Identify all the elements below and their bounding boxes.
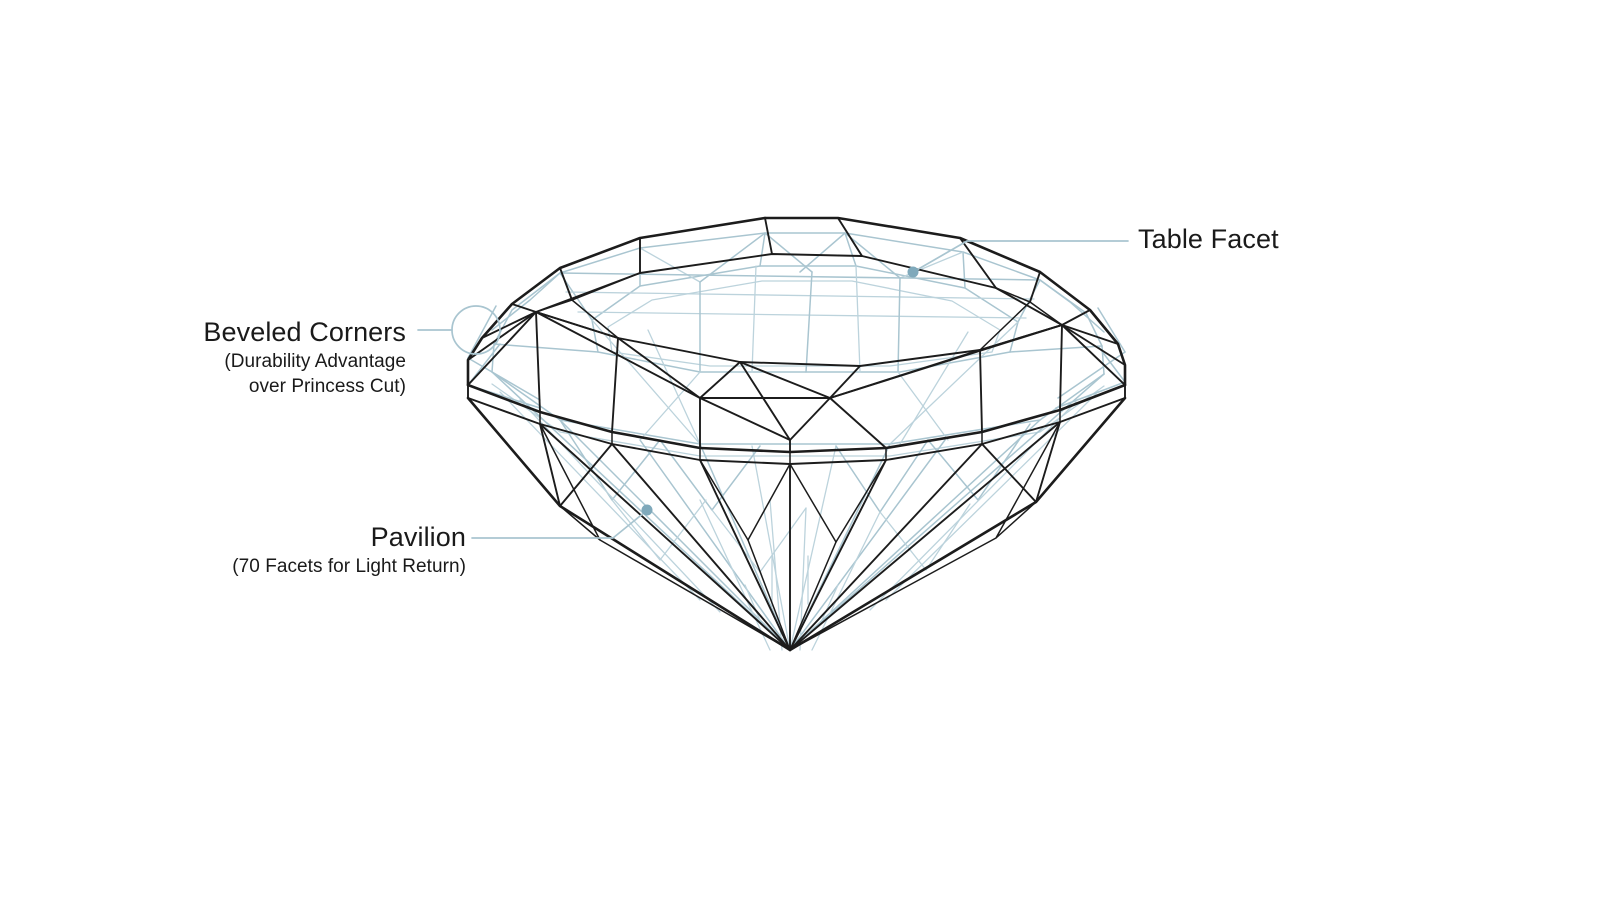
label-pavilion: Pavilion (70 Facets for Light Return): [86, 522, 466, 579]
label-pavilion-title: Pavilion: [370, 522, 466, 552]
label-beveled-corners-title: Beveled Corners: [203, 317, 406, 347]
back-facets-group: [467, 232, 1126, 651]
label-beveled-corners-subtitle-line1: (Durability Advantage: [224, 350, 406, 372]
label-pavilion-subtitle: (70 Facets for Light Return): [232, 555, 466, 577]
front-facets-group: [466, 216, 1127, 652]
pavilion-marker-dot: [641, 504, 653, 516]
label-beveled-corners: Beveled Corners (Durability Advantage ov…: [46, 317, 406, 399]
label-beveled-corners-subtitle-line2: over Princess Cut): [248, 375, 406, 397]
leader-pavilion: [471, 504, 653, 539]
leader-beveled-corners: [417, 305, 501, 355]
label-table-facet: Table Facet: [1138, 224, 1279, 256]
leader-table-facet: [907, 240, 1129, 278]
table-facet-marker-dot: [907, 266, 919, 278]
beveled-corners-marker-circle: [451, 305, 501, 355]
label-table-facet-title: Table Facet: [1138, 224, 1279, 254]
annotation-leaders-group: [417, 240, 1129, 539]
